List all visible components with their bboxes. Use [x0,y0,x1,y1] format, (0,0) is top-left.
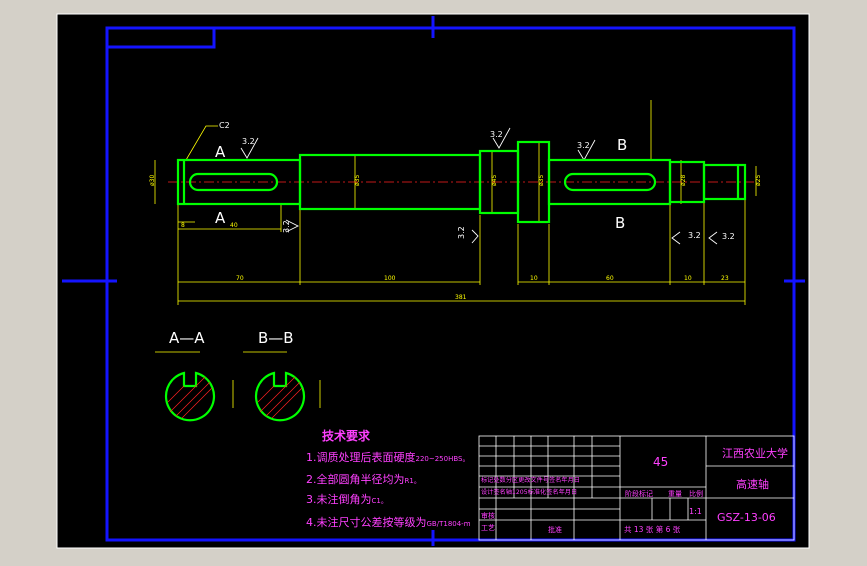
section-label-b-top: B [617,136,627,154]
dim-8: 8 [181,222,185,229]
dim-diameter: ø25 [755,175,762,186]
dim-40: 40 [230,222,238,229]
school-name: 江西农业大学 [722,446,788,460]
audit-label: 审核 [481,511,495,520]
section-title-bb: B—B [258,329,294,347]
tech-req-line: 4.未注尺寸公差按等级为GB/T1804-m [306,515,471,529]
title-block-row: 设计签名轴1205标准化签名年月日 [481,488,577,496]
dim-10b: 10 [684,275,692,282]
approve-label: 批准 [548,525,562,534]
tech-req-line: 2.全部圆角半径均为R1。 [306,472,421,486]
dim-60: 60 [606,275,614,282]
dim-23: 23 [721,275,729,282]
section-label-a-top: A [215,143,226,161]
material-label: 45 [653,455,668,469]
section-hatch [167,376,303,419]
roughness-value: 3.2 [722,232,735,241]
dim-diameter: ø35 [354,175,361,186]
dim-70: 70 [236,275,244,282]
roughness-value: 3.2 [688,231,701,240]
shaft-outline [164,140,747,422]
section-label-b-bottom: B [615,214,625,232]
dim-diameter: ø30 [149,175,156,186]
stage-label: 阶段标记 [625,489,653,498]
title-block-grid [478,435,795,541]
roughness-value: 3.2 [457,226,466,239]
dim-diameter: ø35 [538,175,545,186]
blue-frame [62,16,805,546]
scale-label: 比例 [689,489,703,498]
dimension-lines [154,100,757,408]
section-title-aa: A—A [169,329,205,347]
dim-diameter: ø28 [680,175,687,186]
weight-label: 重量 [668,490,682,498]
tech-req-line: 1.调质处理后表面硬度220~250HBS。 [306,450,469,464]
drawing-number: GSZ-13-06 [717,511,776,524]
chamfer-note: C2 [219,121,230,130]
roughness-value: 3.2 [282,220,291,233]
dim-diameter: ø45 [491,175,498,186]
roughness-value: 3.2 [242,137,255,146]
dim-10a: 10 [530,275,538,282]
dim-100: 100 [384,275,396,282]
roughness-value: 3.2 [577,141,590,150]
scale-value: 1:1 [689,507,702,516]
title-block-row: 标记处数分区更改文件号签名年月日 [481,476,580,484]
sheet-info: 共 13 张 第 6 张 [624,524,681,534]
roughness-value: 3.2 [490,130,503,139]
part-name: 高速轴 [736,477,769,491]
section-label-a-bottom: A [215,209,226,227]
dim-381: 381 [455,294,467,301]
tech-req-title: 技术要求 [322,428,371,443]
tech-req-line: 3.未注倒角为C1。 [306,492,388,506]
craft-label: 工艺 [481,524,495,532]
